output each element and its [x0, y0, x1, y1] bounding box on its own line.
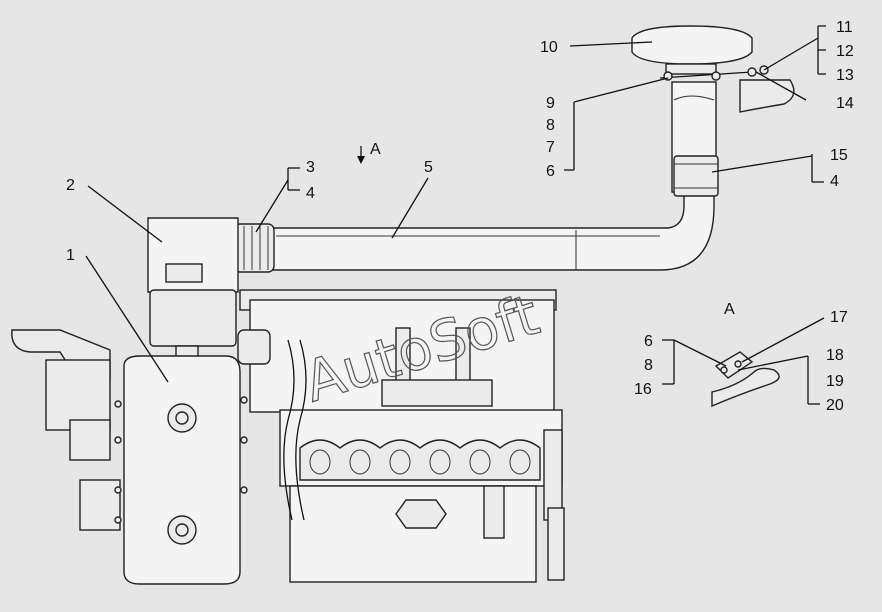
callout-4b: 4	[830, 173, 839, 190]
leader-lines	[85, 25, 826, 405]
callout-11: 11	[836, 19, 853, 36]
callout-17: 17	[830, 309, 848, 326]
callout-numbers: 1 2 3 4 5 6 7 8 9 10 11 12 13 14 15 4 6 …	[66, 19, 854, 414]
detail-a	[711, 351, 780, 408]
hose-clamp	[233, 223, 275, 273]
callout-6b: 6	[644, 333, 653, 350]
callout-20: 20	[826, 397, 844, 414]
callout-12: 12	[836, 43, 854, 60]
callout-2: 2	[66, 177, 75, 194]
callout-1: 1	[66, 247, 75, 264]
callout-3: 3	[306, 159, 315, 176]
intake-pipe	[261, 187, 715, 271]
callout-19: 19	[826, 373, 844, 390]
view-a-label: A	[370, 141, 381, 158]
callout-4: 4	[306, 185, 315, 202]
callout-5: 5	[424, 159, 433, 176]
callout-6: 6	[546, 163, 555, 180]
callout-16: 16	[634, 381, 652, 398]
callout-18: 18	[826, 347, 844, 364]
detail-a-label: A	[724, 301, 735, 318]
vertical-pipe	[671, 81, 719, 197]
callout-8b: 8	[644, 357, 653, 374]
callout-9: 9	[546, 95, 555, 112]
callout-10: 10	[540, 39, 558, 56]
callout-15: 15	[830, 147, 848, 164]
callout-13: 13	[836, 67, 854, 84]
view-a-arrow	[357, 146, 365, 164]
engine-block	[11, 289, 565, 583]
air-cleaner	[147, 217, 239, 363]
callout-8: 8	[546, 117, 555, 134]
callout-14: 14	[836, 95, 854, 112]
callout-7: 7	[546, 139, 555, 156]
front-cover	[114, 355, 248, 585]
